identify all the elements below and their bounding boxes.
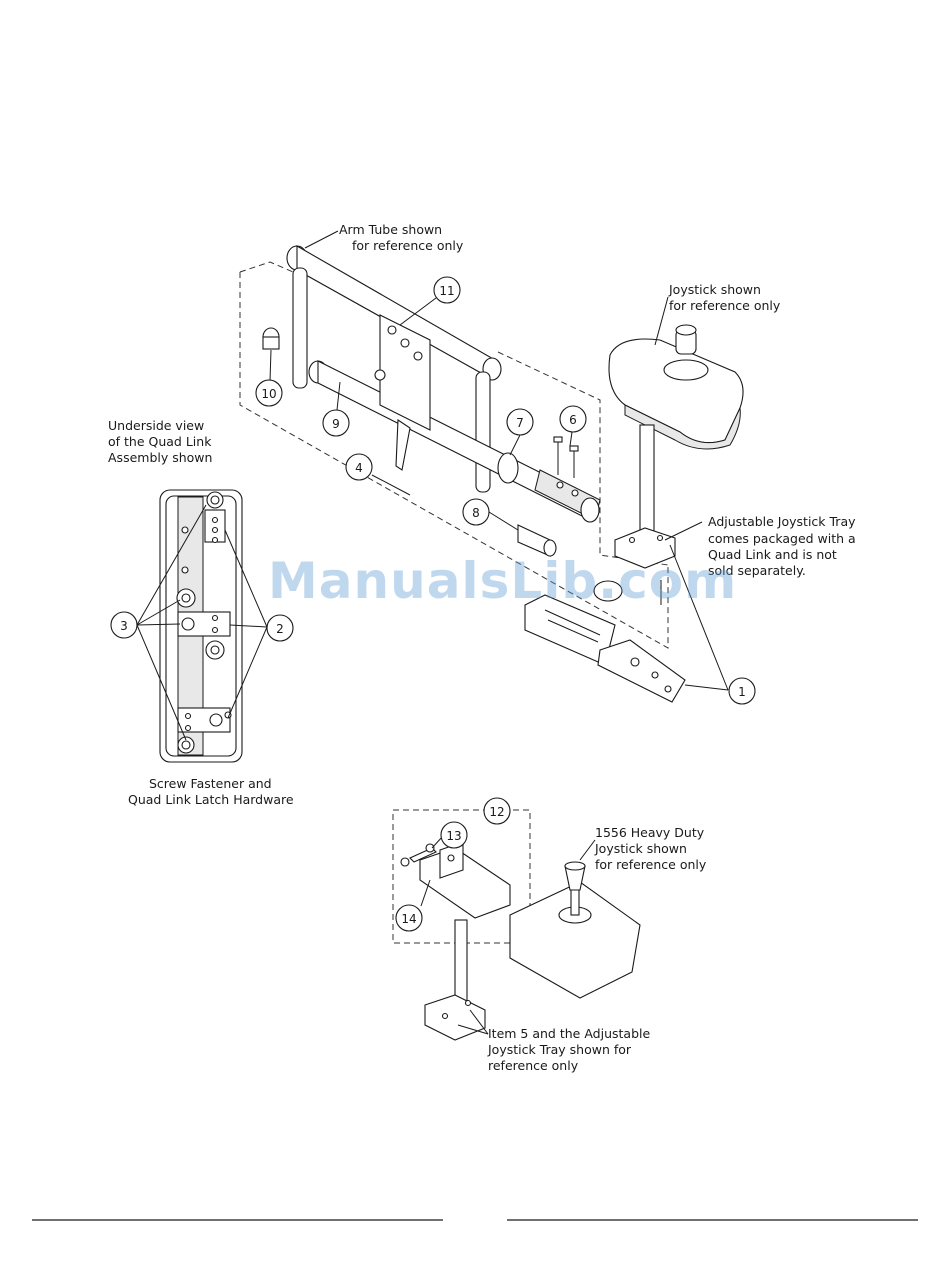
part-number-8: 8 — [462, 498, 490, 526]
part-number-11: 11 — [433, 276, 461, 304]
svg-text:Assembly shown: Assembly shown — [108, 450, 212, 465]
part-number-14: 14 — [395, 904, 423, 932]
underside-view-drawing — [159, 489, 243, 763]
svg-text:8: 8 — [472, 506, 480, 520]
callout-arm-tube: Arm Tube shown for reference only — [339, 222, 464, 253]
part-number-1: 1 — [728, 677, 756, 705]
svg-text:of the Quad Link: of the Quad Link — [108, 434, 212, 449]
callout-heavy-duty: 1556 Heavy Duty Joystick shown for refer… — [594, 825, 707, 872]
screws-drawing — [553, 436, 579, 478]
watermark: ManualsLib.com — [268, 552, 737, 610]
callout-joystick: Joystick shown for reference only — [668, 282, 781, 313]
part-number-12: 12 — [483, 797, 511, 825]
item-12-dashed-box — [392, 809, 531, 944]
latch-plate-drawing — [524, 580, 686, 703]
svg-text:Joystick Tray shown for: Joystick Tray shown for — [487, 1042, 632, 1057]
svg-text:Adjustable Joystick Tray: Adjustable Joystick Tray — [708, 514, 856, 529]
part-number-3: 3 — [110, 611, 138, 639]
svg-text:Arm Tube shown: Arm Tube shown — [339, 222, 442, 237]
svg-text:4: 4 — [355, 461, 363, 475]
svg-text:9: 9 — [332, 417, 340, 431]
svg-text:sold separately.: sold separately. — [708, 563, 806, 578]
svg-text:11: 11 — [439, 284, 454, 298]
callout-tray: Adjustable Joystick Tray comes packaged … — [708, 514, 856, 578]
svg-text:1: 1 — [738, 685, 746, 699]
svg-text:for reference only: for reference only — [595, 857, 707, 872]
svg-text:2: 2 — [276, 622, 284, 636]
joystick-drawing — [608, 324, 744, 538]
heavy-duty-joystick-drawing — [509, 861, 641, 999]
svg-text:13: 13 — [446, 829, 461, 843]
knob-drawing — [262, 327, 280, 350]
part-number-4: 4 — [345, 453, 373, 481]
callout-underside: Underside view of the Quad Link Assembly… — [108, 418, 212, 465]
svg-text:Joystick shown: Joystick shown — [668, 282, 761, 297]
callout-fastener: Screw Fastener and Quad Link Latch Hardw… — [128, 776, 294, 807]
tray-drawing — [614, 527, 676, 569]
svg-text:Screw Fastener and: Screw Fastener and — [149, 776, 272, 791]
svg-text:Quad Link and is not: Quad Link and is not — [708, 547, 837, 562]
svg-text:10: 10 — [261, 387, 276, 401]
svg-text:7: 7 — [516, 416, 524, 430]
svg-text:3: 3 — [120, 619, 128, 633]
part-number-10: 10 — [255, 379, 283, 407]
svg-text:14: 14 — [401, 912, 416, 926]
part-number-9: 9 — [322, 409, 350, 437]
heavy-duty-bracket-drawing — [400, 841, 511, 1009]
svg-text:comes packaged with a: comes packaged with a — [708, 531, 856, 546]
part-number-6: 6 — [559, 405, 587, 433]
callout-item-5: Item 5 and the Adjustable Joystick Tray … — [487, 1026, 650, 1073]
part-number-7: 7 — [506, 408, 534, 436]
svg-text:12: 12 — [489, 805, 504, 819]
bracket-drawing — [374, 314, 431, 471]
svg-text:for reference only: for reference only — [669, 298, 781, 313]
part-number-2: 2 — [266, 614, 294, 642]
latch-drawing — [517, 524, 557, 557]
svg-text:6: 6 — [569, 413, 577, 427]
svg-text:for reference only: for reference only — [352, 238, 464, 253]
svg-text:Underside view: Underside view — [108, 418, 204, 433]
ring-drawing — [497, 452, 519, 484]
svg-text:1556 Heavy Duty: 1556 Heavy Duty — [595, 825, 705, 840]
svg-text:Joystick shown: Joystick shown — [594, 841, 687, 856]
svg-text:Item 5 and the Adjustable: Item 5 and the Adjustable — [488, 1026, 650, 1041]
svg-text:Quad Link Latch Hardware: Quad Link Latch Hardware — [128, 792, 294, 807]
part-number-13: 13 — [440, 821, 468, 849]
svg-text:reference only: reference only — [488, 1058, 579, 1073]
leader-lines — [136, 230, 729, 1035]
